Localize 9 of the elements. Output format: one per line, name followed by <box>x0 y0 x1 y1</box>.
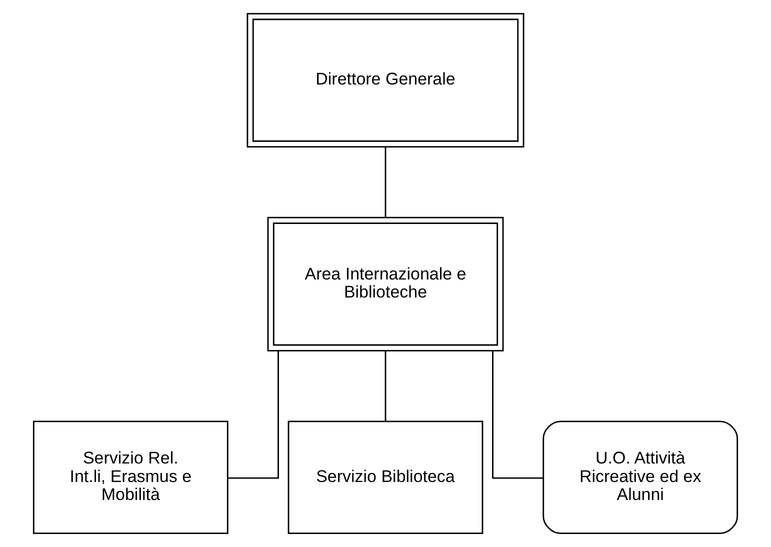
connector <box>384 147 386 218</box>
node-box: Servizio Rel. Int.li, Erasmus e Mobilità <box>32 420 228 534</box>
node-box: U.O. Attività Ricreative ed ex Alunni <box>542 420 738 534</box>
node-box: Area Internazionale e Biblioteche <box>267 216 504 352</box>
connector <box>228 350 279 479</box>
connector <box>384 351 386 422</box>
node-box: Direttore Generale <box>246 12 524 148</box>
connector <box>492 350 544 479</box>
node-box: Servizio Biblioteca <box>288 420 484 534</box>
